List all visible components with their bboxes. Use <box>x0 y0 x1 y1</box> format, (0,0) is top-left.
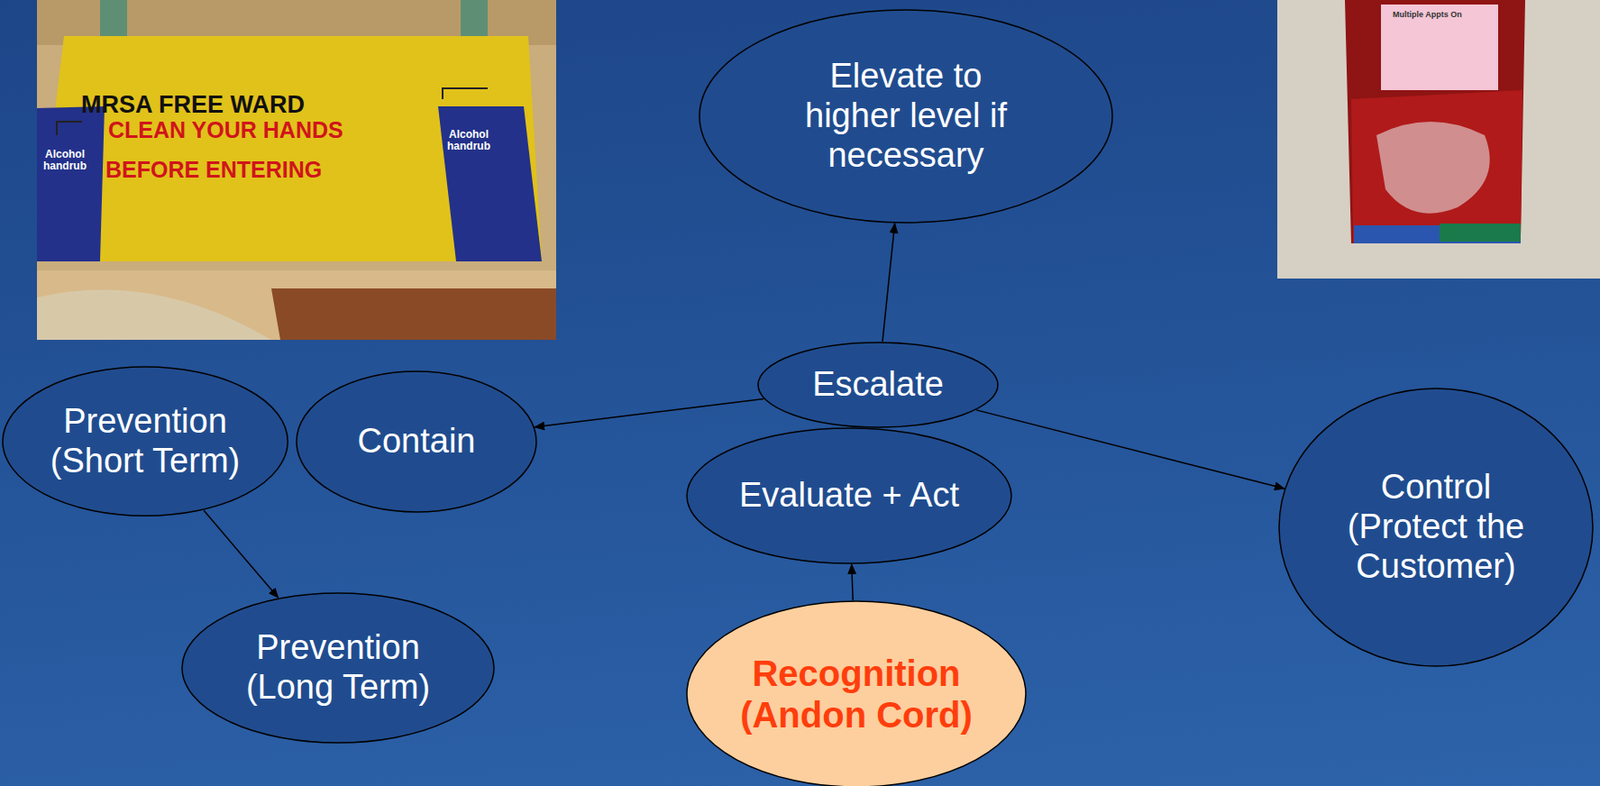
process-ellipse: Evaluate + Act <box>685 427 1013 565</box>
node-text: Prevention (Short Term) <box>36 402 254 481</box>
panel-text: Alcohol handrub <box>38 148 92 173</box>
escalation-ellipse: Elevate to higher level if necessary <box>698 9 1114 224</box>
process-ellipse: Contain <box>295 370 538 513</box>
handrub-panel-left <box>36 106 105 262</box>
process-ellipse: Prevention (Long Term) <box>181 592 495 744</box>
sign-bracket <box>442 88 488 100</box>
arrow-connector <box>882 223 896 342</box>
arrow-connector <box>203 510 279 598</box>
sign-text: BEFORE ENTERING <box>105 157 322 183</box>
floor-wood <box>36 270 557 340</box>
node-text: Recognition (Andon Cord) <box>725 652 988 736</box>
arrow-connector <box>976 410 1285 489</box>
node-text: Escalate <box>812 365 944 405</box>
floor <box>36 0 557 340</box>
floor-wood-dark <box>271 288 557 340</box>
folder-photo <box>1277 0 1600 279</box>
tab-green <box>1439 223 1521 242</box>
panel-text: Alcohol handrub <box>441 128 496 153</box>
node-text: Contain <box>357 421 476 462</box>
folder-pocket <box>1351 90 1523 242</box>
node-text: Control (Protect the Customer) <box>1345 467 1527 586</box>
node-text: Elevate to higher level if necessary <box>784 56 1028 175</box>
sign-bracket <box>56 121 83 136</box>
start-ellipse: Recognition (Andon Cord) <box>685 600 1027 786</box>
card-text: Multiple Appts On <box>1392 10 1463 20</box>
glare <box>1376 121 1491 214</box>
arrow-connector <box>851 564 853 601</box>
arrow-connector <box>534 399 764 428</box>
process-ellipse: Control (Protect the Customer) <box>1278 387 1594 668</box>
red-folder <box>1344 0 1526 244</box>
handrub-panel-right <box>438 106 542 262</box>
table <box>1277 0 1600 279</box>
node-text: Prevention (Long Term) <box>229 628 447 707</box>
sign-text: CLEAN YOUR HANDS <box>108 118 344 144</box>
pink-card <box>1380 4 1499 91</box>
process-ellipse: Escalate <box>757 341 999 429</box>
floor-speckle <box>36 290 272 340</box>
yellow-floor-sign <box>36 36 542 262</box>
node-text: Evaluate + Act <box>739 475 960 516</box>
process-ellipse: Prevention (Short Term) <box>1 365 289 517</box>
sign-heading: MRSA FREE WARD <box>81 91 305 119</box>
